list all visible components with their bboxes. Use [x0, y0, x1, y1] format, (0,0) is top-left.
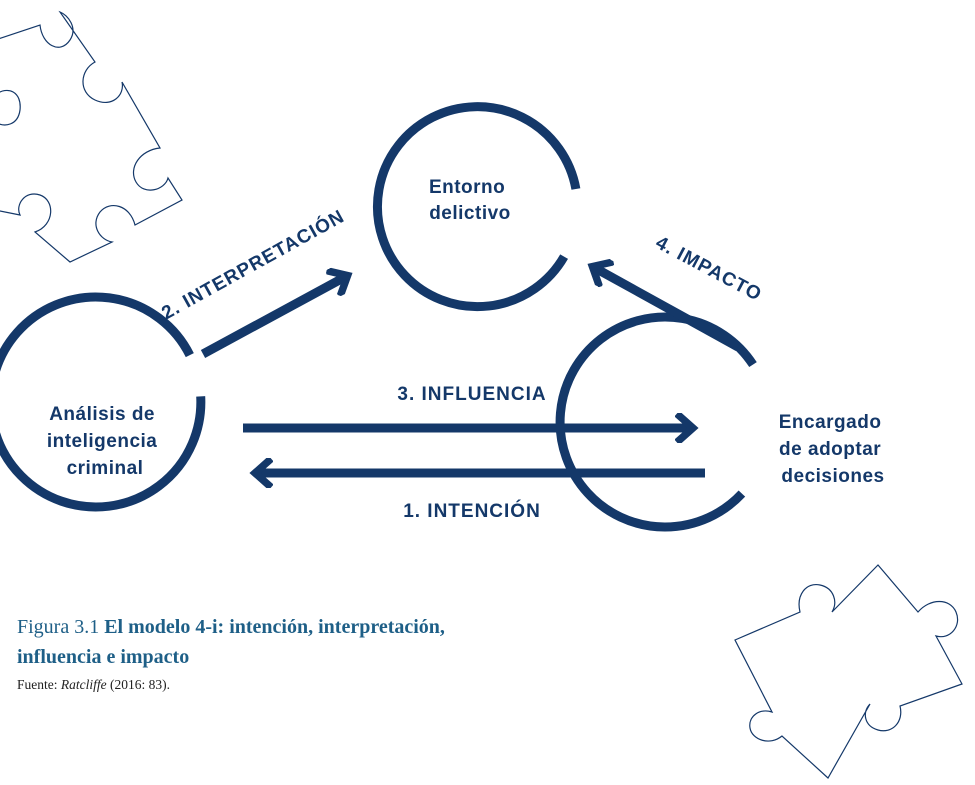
puzzle-piece-top-left-icon: [0, 10, 183, 263]
analisis-inteligencia-circle: [0, 292, 206, 512]
source-prefix: Fuente:: [17, 677, 61, 692]
interpretacion-arrow: [200, 277, 345, 358]
impacto-label: 4. IMPACTO: [652, 232, 765, 305]
encargado-decisiones-label: Encargado de adoptar decisiones: [779, 412, 887, 487]
analisis-inteligencia-label: Análisis de inteligencia criminal: [47, 404, 163, 479]
figure-title-part-2: influencia e impacto: [17, 646, 190, 668]
encargado-decisiones-circle: [555, 312, 757, 532]
intencion-label: 1. INTENCIÓN: [403, 500, 541, 522]
source-rest: (2016: 83).: [106, 677, 170, 692]
figure-number: Figura 3.1: [17, 616, 100, 638]
puzzle-piece-bottom-right-icon: [734, 564, 963, 779]
entorno-delictivo-label: Entorno delictivo: [429, 177, 511, 224]
figure-caption: Figura 3.1 El modelo 4-i: intención, int…: [17, 612, 637, 693]
source-author: Ratcliffe: [60, 677, 107, 692]
entorno-delictivo-circle: [373, 102, 581, 312]
influencia-label: 3. INFLUENCIA: [397, 384, 546, 405]
caption-title-line-1: Figura 3.1 El modelo 4-i: intención, int…: [17, 612, 637, 642]
interpretacion-label: 2. INTERPRETACIÓN: [158, 205, 348, 324]
impacto-arrow: [595, 268, 741, 351]
figure-title-part-1: El modelo 4-i: intención, interpretación…: [104, 616, 445, 638]
figure-source: Fuente: Ratcliffe (2016: 83).: [17, 677, 637, 693]
